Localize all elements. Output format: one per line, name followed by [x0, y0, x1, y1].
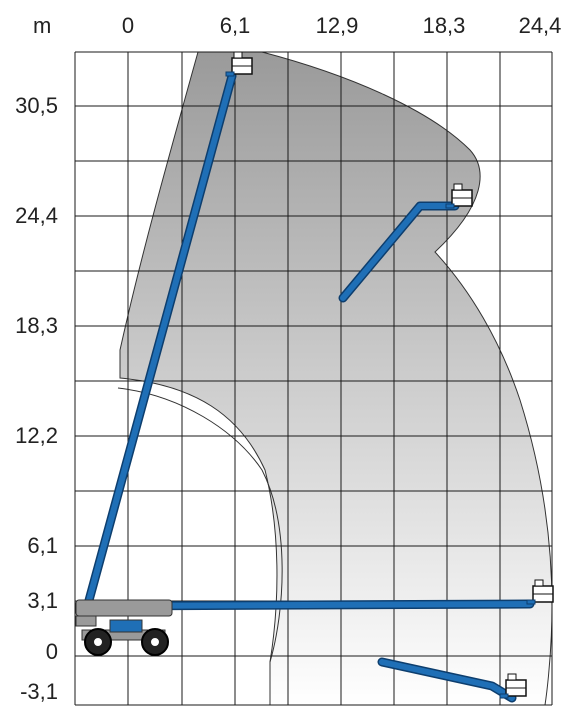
y-tick-label: 24,4: [15, 203, 58, 228]
x-tick-label: 18,3: [422, 13, 466, 38]
y-tick-label: 6,1: [27, 533, 58, 558]
x-tick-label: 6,1: [219, 13, 251, 38]
chassis-body: [75, 599, 173, 617]
unit-label: m: [33, 13, 52, 38]
y-tick-label: 30,5: [15, 93, 58, 118]
platform-basket-icon: [225, 51, 253, 77]
platform-group: [225, 51, 554, 699]
wheel-front-hub: [149, 636, 161, 648]
boom-vertical: [85, 73, 235, 607]
y-tick-label: 12,2: [15, 423, 58, 448]
x-tick-label: 24,4: [518, 13, 562, 38]
boom-mid: [340, 203, 458, 301]
turntable: [109, 619, 143, 633]
chassis-counterweight: [75, 615, 97, 627]
grid: [74, 51, 553, 706]
wheel-rear-hub: [92, 636, 104, 648]
y-tick-label: 3,1: [27, 588, 58, 613]
y-tick-label: 18,3: [15, 313, 58, 338]
boom-lift-chassis-icon: [75, 599, 173, 656]
y-tick-label: -3,1: [20, 679, 58, 704]
platform-basket-icon: [526, 579, 554, 605]
x-tick-label: 0: [121, 13, 135, 38]
platform-basket-icon: [499, 673, 527, 699]
y-tick-label: 0: [45, 639, 58, 664]
x-tick-label: 12,9: [315, 13, 359, 38]
platform-basket-icon: [445, 183, 473, 209]
